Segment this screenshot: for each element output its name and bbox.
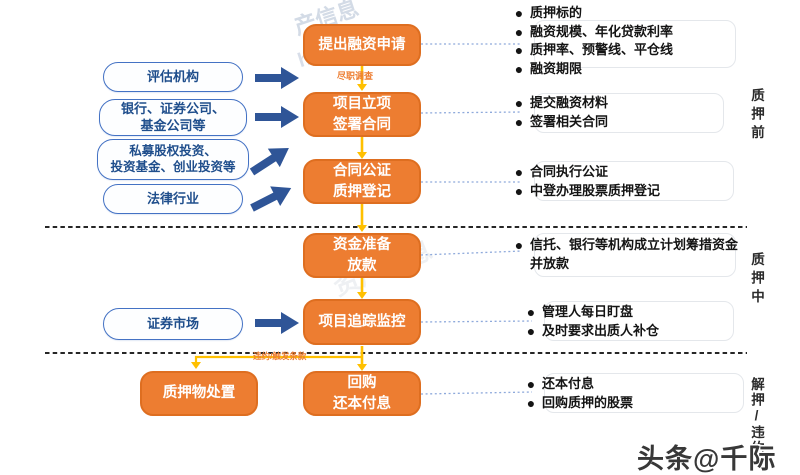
list-item: ●质押标的 bbox=[508, 4, 758, 23]
arrow-right-icon bbox=[255, 106, 299, 128]
step-label: 提出融资申请 bbox=[318, 36, 406, 53]
bullet-icon: ● bbox=[526, 304, 536, 320]
bullet-icon: ● bbox=[526, 394, 536, 411]
list-item: ●还本付息 bbox=[520, 375, 760, 394]
phase-label-release-default: 解押/违约 bbox=[749, 377, 764, 456]
bullet-icon: ● bbox=[514, 237, 524, 253]
step-project-contract[interactable]: 项目立项 签署合同 bbox=[303, 92, 421, 137]
phase-label-during-pledge: 质押中 bbox=[749, 252, 764, 308]
step-project-monitoring[interactable]: 项目追踪监控 bbox=[303, 299, 421, 345]
step-fund-disbursement[interactable]: 资金准备 放款 bbox=[303, 233, 421, 278]
list-item: ●融资期限 bbox=[508, 60, 758, 79]
arrow-up-right-icon bbox=[249, 148, 289, 176]
bullet-icon: ● bbox=[514, 164, 524, 180]
source-box-appraisal[interactable]: 评估机构 bbox=[103, 62, 243, 92]
bullet-icon: ● bbox=[514, 42, 524, 58]
bullet-icon: ● bbox=[514, 23, 524, 40]
list-item: ●合同执行公证 bbox=[508, 163, 758, 182]
step-label: 回购 还本付息 bbox=[333, 375, 391, 412]
edge-label-due-diligence: 尽职调查 bbox=[337, 71, 374, 81]
bullet-group-outline bbox=[534, 161, 734, 201]
source-label: 法律行业 bbox=[146, 190, 199, 206]
arrow-right-icon bbox=[255, 67, 299, 89]
details-fund-disbursement: ●信托、银行等机构成立计划筹措资金并放款 bbox=[508, 236, 748, 273]
bullet-icon: ● bbox=[514, 182, 524, 199]
list-item: ●质押率、预警线、平仓线 bbox=[508, 41, 758, 60]
step-notarize-register[interactable]: 合同公证 质押登记 bbox=[303, 159, 421, 204]
source-label: 评估机构 bbox=[146, 68, 199, 84]
details-financing-application: ●质押标的 ●融资规模、年化贷款利率 ●质押率、预警线、平仓线 ●融资期限 bbox=[508, 4, 758, 78]
bullet-group-outline bbox=[544, 301, 734, 341]
step-repurchase-repay[interactable]: 回购 还本付息 bbox=[303, 371, 421, 416]
source-label: 银行、证券公司、 基金公司等 bbox=[120, 101, 225, 133]
list-item: ●回购质押的股票 bbox=[520, 394, 760, 413]
details-project-contract: ●提交融资材料 ●签署相关合同 bbox=[508, 94, 758, 131]
source-box-legal[interactable]: 法律行业 bbox=[103, 184, 243, 214]
bullet-group-outline bbox=[534, 93, 724, 133]
bullet-group-outline bbox=[544, 373, 744, 413]
step-collateral-disposal[interactable]: 质押物处置 bbox=[140, 371, 258, 416]
list-item: ●签署相关合同 bbox=[508, 113, 758, 132]
step-label: 资金准备 放款 bbox=[333, 237, 391, 274]
source-box-banks-brokers[interactable]: 银行、证券公司、 基金公司等 bbox=[99, 99, 247, 136]
bullet-icon: ● bbox=[526, 376, 536, 392]
arrow-up-right-icon bbox=[250, 186, 292, 212]
bullet-icon: ● bbox=[526, 322, 536, 339]
step-label: 项目立项 签署合同 bbox=[333, 96, 391, 133]
source-box-private-equity[interactable]: 私募股权投资、 投资基金、创业投资等 bbox=[97, 139, 249, 180]
step-label: 质押物处置 bbox=[162, 385, 236, 402]
list-item: ●信托、银行等机构成立计划筹措资金并放款 bbox=[508, 236, 748, 273]
list-item: ●及时要求出质人补仓 bbox=[520, 322, 760, 341]
source-arrows bbox=[249, 67, 299, 334]
source-box-securities-market[interactable]: 证券市场 bbox=[103, 308, 243, 340]
list-item: ●提交融资材料 bbox=[508, 94, 758, 113]
step-label: 合同公证 质押登记 bbox=[333, 163, 391, 200]
details-notarize-register: ●合同执行公证 ●中登办理股票质押登记 bbox=[508, 163, 758, 200]
bullet-group-outline bbox=[534, 20, 736, 68]
step-label: 项目追踪监控 bbox=[318, 313, 406, 330]
details-project-monitoring: ●管理人每日盯盘 ●及时要求出质人补仓 bbox=[520, 303, 760, 340]
bullet-group-outline bbox=[534, 233, 736, 277]
phase-label-before-pledge: 质押前 bbox=[749, 88, 764, 144]
list-item: ●融资规模、年化贷款利率 bbox=[508, 23, 758, 42]
bullet-icon: ● bbox=[514, 95, 524, 111]
watermark-toutiao-qianji: 头条@千际咨询 bbox=[637, 444, 777, 474]
source-label: 私募股权投资、 投资基金、创业投资等 bbox=[110, 143, 236, 174]
step-financing-application[interactable]: 提出融资申请 bbox=[303, 24, 421, 66]
arrow-right-icon bbox=[255, 312, 299, 334]
detail-connector-lines bbox=[420, 43, 533, 395]
edge-label-default-trigger: 违约/触发条款 bbox=[253, 351, 307, 361]
bullet-icon: ● bbox=[514, 113, 524, 130]
list-item: ●中登办理股票质押登记 bbox=[508, 182, 758, 201]
bullet-icon: ● bbox=[514, 60, 524, 77]
details-repurchase-repay: ●还本付息 ●回购质押的股票 bbox=[520, 375, 760, 412]
flow-arrows bbox=[191, 66, 367, 371]
list-item: ●管理人每日盯盘 bbox=[520, 303, 760, 322]
source-label: 证券市场 bbox=[146, 315, 199, 331]
bullet-icon: ● bbox=[514, 5, 524, 21]
